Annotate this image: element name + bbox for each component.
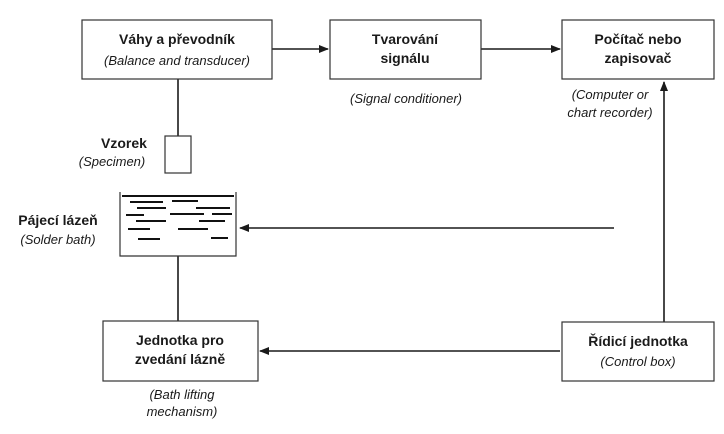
solder-bath-block: Pájecí lázeň (Solder bath) [18,192,237,257]
control-box-block: Řídicí jednotka (Control box) [561,321,715,382]
control-title: Řídicí jednotka [588,332,688,349]
balance-title: Váhy a převodník [119,31,235,47]
signal-conditioner-block: Tvarování signálu (Signal conditioner) [329,19,482,106]
bath-lifting-block: Jednotka pro zvedání lázně (Bath lifting… [102,320,259,419]
control-subtitle: (Control box) [600,354,675,369]
specimen-block: Vzorek (Specimen) [79,135,192,174]
solder-liquid [122,195,234,240]
bath-title: Pájecí lázeň [18,212,97,228]
conditioner-caption: (Signal conditioner) [350,91,462,106]
lifting-caption-line2: mechanism) [147,404,218,419]
computer-title-line1: Počítač nebo [594,31,681,47]
lifting-title-line1: Jednotka pro [136,332,224,348]
lifting-caption-line1: (Bath lifting [149,387,215,402]
computer-caption-line1: (Computer or [572,87,649,102]
conditioner-title-line2: signálu [380,50,429,66]
lifting-title-line2: zvedání lázně [135,351,225,367]
computer-block: Počítač nebo zapisovač (Computer or char… [561,19,715,120]
conditioner-title-line1: Tvarování [372,31,439,47]
bath-subtitle: (Solder bath) [20,232,95,247]
balance-transducer-block: Váhy a převodník (Balance and transducer… [81,19,273,80]
balance-subtitle: (Balance and transducer) [104,53,250,68]
computer-title-line2: zapisovač [605,50,672,66]
connections [177,45,668,355]
bath-vessel [119,192,237,257]
specimen-subtitle: (Specimen) [79,154,145,169]
computer-caption-line2: chart recorder) [567,105,652,120]
specimen-title: Vzorek [101,135,147,151]
